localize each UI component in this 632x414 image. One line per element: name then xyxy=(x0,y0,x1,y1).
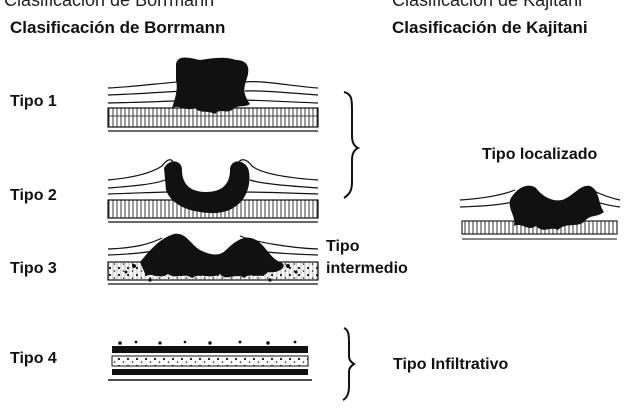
kajitani-localized-illustration xyxy=(460,186,620,239)
brace-intermediate xyxy=(344,92,358,198)
type-4-tumor-illustration xyxy=(108,341,312,381)
type-1-tumor-illustration xyxy=(108,58,318,132)
brace-infiltrative xyxy=(343,328,354,400)
type-3-tumor-illustration xyxy=(108,234,318,284)
type-2-tumor-illustration xyxy=(108,160,318,222)
